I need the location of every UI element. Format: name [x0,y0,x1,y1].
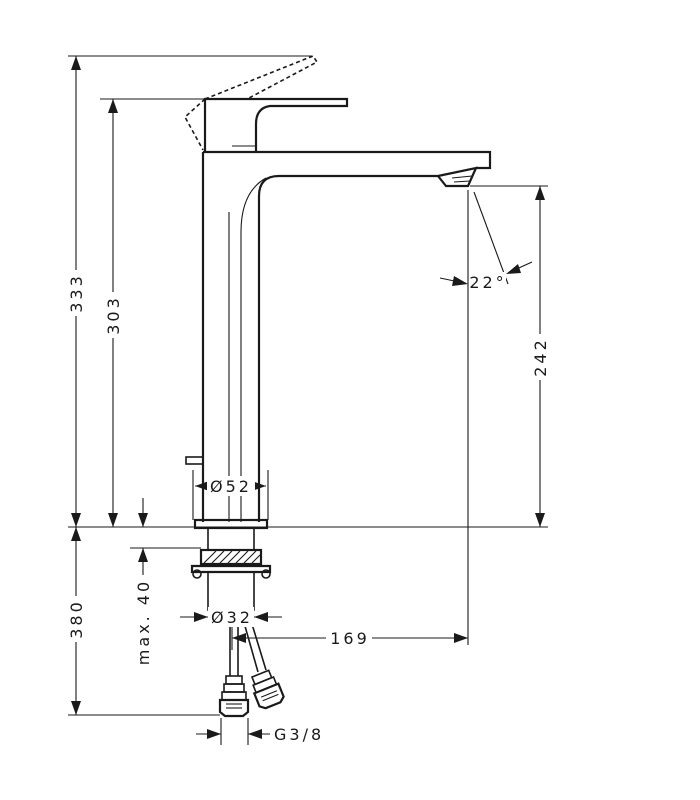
arrowhead [254,612,268,622]
arrowhead [506,264,521,274]
dimension-lines [68,55,548,745]
arrowhead [232,633,246,643]
arrowhead [535,186,545,200]
arrowhead [71,513,81,527]
arrowhead [138,548,148,562]
arrowhead [535,513,545,527]
arrowhead [195,481,209,491]
faucet-body [183,55,492,530]
arrowhead [194,612,208,622]
arrowhead [207,729,221,739]
arrowhead [71,56,81,70]
arrowhead [71,527,81,541]
dim-angle-22: 22° [469,273,506,292]
arrowhead [138,513,148,527]
arrowhead [108,99,118,113]
dim-380: 380 [67,599,86,639]
dim-diameter-52: Ø52 [210,477,252,496]
dim-169: 169 [330,629,370,648]
dim-242: 242 [531,337,550,377]
dim-max-40: max. 40 [134,579,153,665]
arrowhead [252,481,266,491]
arrowhead [454,633,468,643]
dim-303: 303 [104,295,123,335]
arrowhead [452,276,468,286]
dim-g3-8: G3/8 [274,725,324,744]
arrowhead [248,729,262,739]
dim-333: 333 [67,273,86,313]
arrowhead [71,701,81,715]
arrowhead [108,513,118,527]
dimension-labels: 333 303 242 380 max. 40 Ø52 Ø32 169 G3/8… [66,270,550,744]
dim-diameter-32: Ø32 [211,608,253,627]
